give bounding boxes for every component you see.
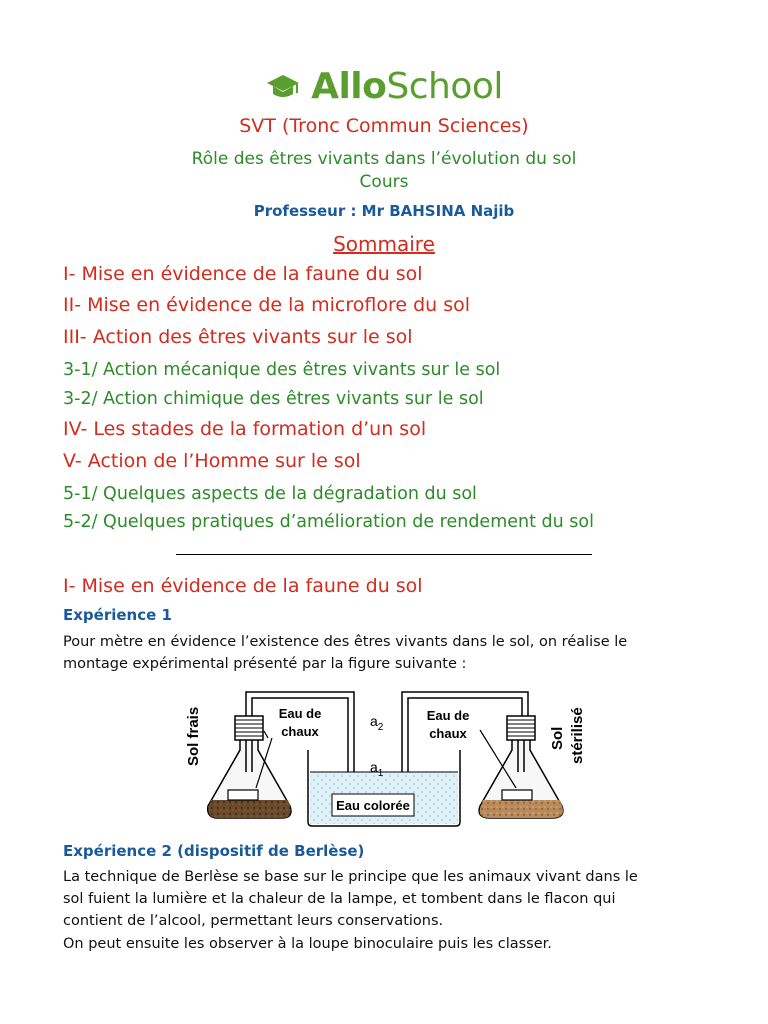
experience-2-title: Expérience 2 (dispositif de Berlèse) xyxy=(63,842,365,860)
lesson-title: Rôle des êtres vivants dans l’évolution … xyxy=(191,149,577,169)
summary-item: I- Mise en évidence de la faune du sol xyxy=(63,263,423,285)
summary-item: III- Action des êtres vivants sur le sol xyxy=(63,326,413,348)
lesson-type: Cours xyxy=(359,172,409,192)
summary-item: II- Mise en évidence de la microflore du… xyxy=(63,294,471,316)
sterile-soil-label: Sol xyxy=(549,727,566,750)
summary-item: 5-2/ Quelques pratiques d’amélioration d… xyxy=(63,512,594,532)
level-a1: a1 xyxy=(370,759,384,779)
level-a2: a2 xyxy=(370,713,384,733)
paragraph-line: sol fuient la lumière et la chaleur de l… xyxy=(63,891,616,907)
paragraph-line: contient de l’alcool, permettant leurs c… xyxy=(63,913,444,929)
right-limewater-vial xyxy=(501,789,533,801)
right-tube xyxy=(401,691,529,772)
graduation-cap-icon xyxy=(267,74,300,97)
paragraph-line: Pour mètre en évidence l’existence des ê… xyxy=(63,634,628,650)
right-soil xyxy=(479,800,563,818)
summary-item: 3-2/ Action chimique des êtres vivants s… xyxy=(63,389,484,409)
experience-1-title: Expérience 1 xyxy=(63,606,172,624)
limewater-label-left: chaux xyxy=(281,724,319,739)
water-label: Eau colorée xyxy=(336,798,410,813)
summary-item: V- Action de l’Homme sur le sol xyxy=(63,450,361,472)
summary-item: 5-1/ Quelques aspects de la dégradation … xyxy=(63,484,477,504)
limewater-label-right: Eau de xyxy=(427,708,470,723)
fresh-soil-label: Sol frais xyxy=(185,707,202,766)
summary-title: Sommaire xyxy=(333,232,435,256)
sterile-soil-label: stérilisé xyxy=(569,707,586,764)
experiment-figure: Eau colorée Eau de chaux Eau de chaux a2… xyxy=(185,691,586,827)
subject-title: SVT (Tronc Commun Sciences) xyxy=(239,115,529,137)
summary-item: 3-1/ Action mécanique des êtres vivants … xyxy=(63,360,501,380)
paragraph-line: montage expérimental présenté par la fig… xyxy=(63,656,467,672)
limewater-label-left: Eau de xyxy=(279,706,322,721)
paragraph-line: On peut ensuite les observer à la loupe … xyxy=(63,936,552,952)
water-label-box xyxy=(331,793,415,817)
limewater-label-right: chaux xyxy=(429,726,467,741)
summary-item: IV- Les stades de la formation d’un sol xyxy=(63,418,427,440)
alloschool-logo: AlloSchool xyxy=(0,66,768,107)
left-tube xyxy=(245,691,355,778)
left-soil xyxy=(208,800,291,818)
beaker xyxy=(307,750,461,827)
left-limewater-vial xyxy=(227,789,259,801)
teacher-name: Professeur : Mr BAHSINA Najib xyxy=(253,202,515,220)
logo-text: AlloSchool xyxy=(311,66,503,107)
divider xyxy=(176,554,592,555)
section-title: I- Mise en évidence de la faune du sol xyxy=(63,575,423,597)
paragraph-line: La technique de Berlèse se base sur le p… xyxy=(63,869,638,885)
